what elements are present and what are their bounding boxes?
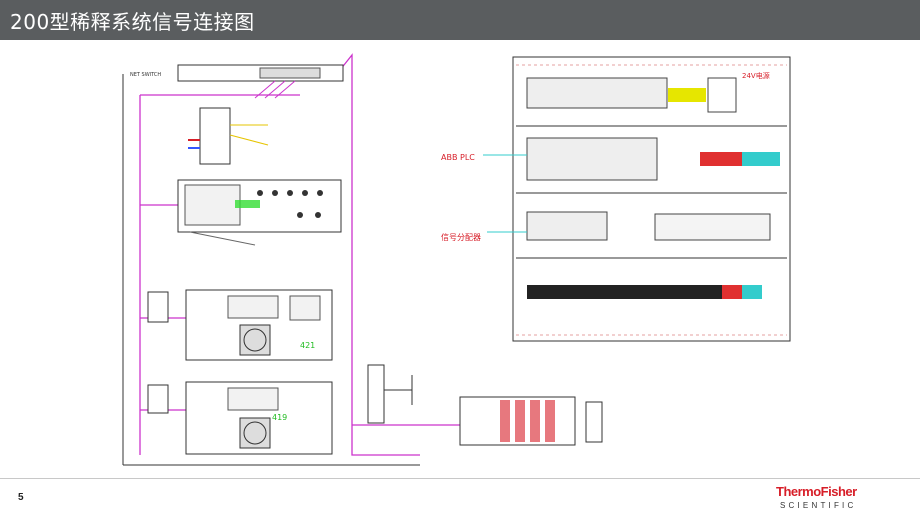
converter-chassis — [177, 179, 342, 246]
logo-wordmark: ThermoFisher — [776, 484, 857, 499]
terminal-block — [188, 107, 269, 165]
thermofisher-logo: ThermoFisher SCIENTIFIC — [776, 484, 872, 514]
page-number: 5 — [18, 492, 24, 503]
wiring-diagram: NET SWITCH 421 41 — [122, 53, 791, 466]
label-signal-distributor: 信号分配器 — [441, 232, 481, 242]
left-rack — [122, 74, 420, 466]
footer-divider — [0, 478, 920, 479]
page-title: 200型稀释系统信号连接图 — [10, 10, 255, 34]
relay-strip — [367, 364, 413, 424]
svg-text:NET SWITCH: NET SWITCH — [130, 72, 161, 78]
analyzer-unit-b: 419 — [147, 381, 333, 455]
unit-b-label: 419 — [272, 413, 287, 422]
label-24v: 24V电源 — [742, 71, 770, 80]
title-bar: 200型稀释系统信号连接图 — [0, 0, 920, 40]
switch-module: NET SWITCH — [130, 64, 344, 99]
bottom-plc-rack — [459, 396, 603, 446]
right-cabinet: 24V电源 ABB PLC 信号分配器 — [441, 56, 791, 342]
label-abb-plc: ABB PLC — [441, 153, 475, 162]
logo-subtitle: SCIENTIFIC — [780, 501, 857, 510]
unit-a-label: 421 — [300, 341, 315, 350]
analyzer-unit-a: 421 — [147, 289, 333, 361]
